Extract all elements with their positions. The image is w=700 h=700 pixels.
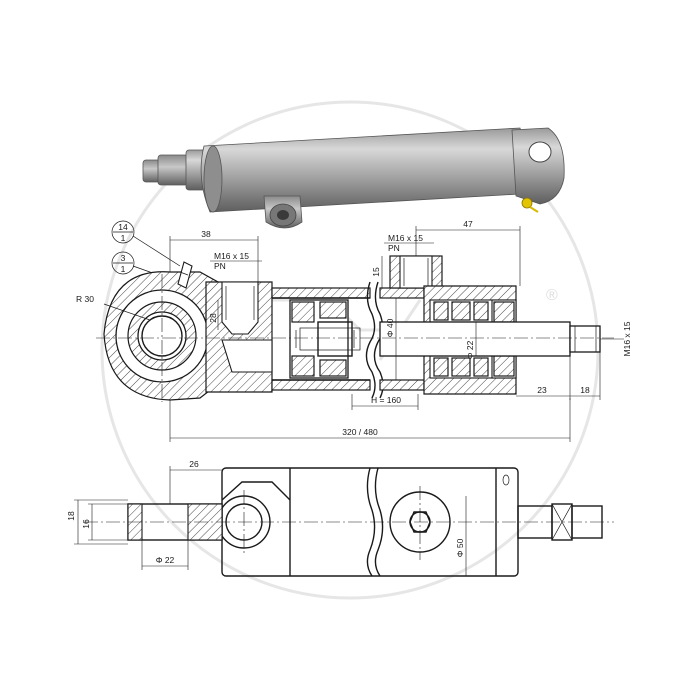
svg-text:1: 1	[121, 233, 126, 243]
svg-text:M16 x 15: M16 x 15	[388, 233, 423, 243]
svg-text:M16 x 15: M16 x 15	[622, 321, 632, 356]
section-view: 14 1 3 1 R 30	[76, 219, 632, 442]
dim-15: 15	[371, 256, 383, 288]
svg-text:47: 47	[463, 219, 473, 229]
svg-text:18: 18	[580, 385, 590, 395]
svg-text:14: 14	[118, 222, 128, 232]
cylinder-photo	[142, 127, 565, 229]
svg-text:23: 23	[537, 385, 547, 395]
bottom-view: 26 18 16 Φ 22 Φ 50	[66, 459, 614, 577]
svg-text:38: 38	[201, 229, 211, 239]
svg-text:Φ 22: Φ 22	[465, 340, 475, 359]
port-left-label: M16 x 15 PN	[210, 251, 262, 271]
svg-text:1: 1	[121, 264, 126, 274]
dim-rod-thread: M16 x 15	[600, 321, 632, 356]
dim-stroke: H = 160	[351, 394, 419, 410]
dim-26: 26	[169, 459, 222, 504]
svg-text:PN: PN	[214, 261, 226, 271]
dim-18-shaft: 18	[66, 499, 128, 545]
port-right-label: M16 x 15 PN	[384, 233, 434, 253]
dim-18-rod-end: 18	[570, 352, 601, 400]
svg-text:M16 x 15: M16 x 15	[214, 251, 249, 261]
svg-text:15: 15	[371, 267, 381, 277]
svg-text:Φ 22: Φ 22	[156, 555, 175, 565]
registered-mark: ®	[546, 287, 558, 304]
dim-28: 28	[208, 300, 219, 330]
svg-text:H = 160: H = 160	[371, 395, 401, 405]
svg-text:Φ 40: Φ 40	[385, 318, 395, 337]
dim-bore: Φ 40	[385, 298, 397, 380]
balloon-part-14: 14 1	[111, 220, 181, 267]
svg-text:26: 26	[189, 459, 199, 469]
dim-16-shaft: 16	[81, 503, 128, 541]
svg-text:320 / 480: 320 / 480	[342, 427, 378, 437]
svg-text:R 30: R 30	[76, 294, 94, 304]
dim-overall-length: 320 / 480	[169, 398, 571, 442]
svg-text:PN: PN	[388, 243, 400, 253]
svg-text:18: 18	[66, 511, 76, 521]
svg-text:3: 3	[121, 253, 126, 263]
dim-rod-diameter: Φ 22	[141, 540, 189, 570]
dim-rod: Φ 22	[465, 322, 477, 359]
dim-38: 38	[169, 229, 259, 282]
svg-text:28: 28	[208, 313, 218, 323]
dim-47: 47	[415, 219, 521, 286]
dim-23: 23	[516, 356, 571, 400]
svg-text:Φ 50: Φ 50	[455, 538, 465, 557]
svg-text:16: 16	[81, 519, 91, 529]
dim-body-diameter: Φ 50	[455, 496, 467, 576]
